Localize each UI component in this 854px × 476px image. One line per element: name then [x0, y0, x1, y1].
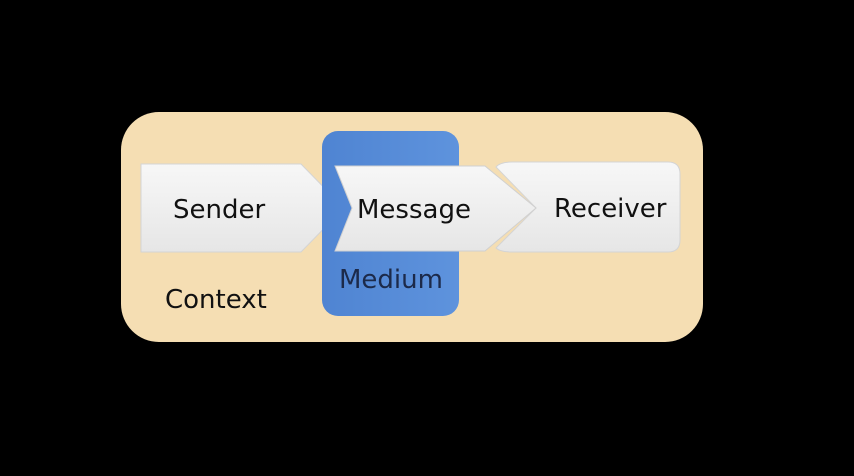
context-label: Context [165, 285, 267, 315]
message-block [334, 165, 537, 252]
medium-label: Medium [339, 265, 443, 295]
message-label: Message [357, 195, 471, 225]
receiver-block [495, 161, 681, 253]
sender-label: Sender [173, 195, 266, 225]
receiver-label: Receiver [554, 194, 667, 224]
